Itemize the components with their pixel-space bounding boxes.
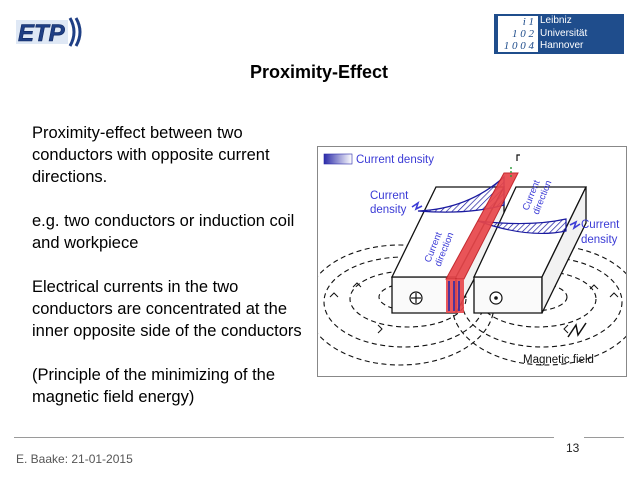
footer-divider xyxy=(14,437,554,438)
current-density-label-right: Current density xyxy=(581,219,623,246)
footer-author-date: E. Baake: 21-01-2015 xyxy=(16,452,133,466)
slide-body: Proximity-effect between two conductors … xyxy=(32,122,302,408)
university-name-line: Hannover xyxy=(540,40,584,51)
slide-title: Proximity-Effect xyxy=(249,62,389,82)
body-paragraph: Electrical currents in the two conductor… xyxy=(32,278,302,340)
university-name: Leibniz Universität Hannover xyxy=(540,15,622,53)
legend-swatch xyxy=(323,153,353,165)
body-paragraph: e.g. two conductors or induction coil an… xyxy=(32,212,295,252)
university-logo-pattern: i 1 1 0 2 1 0 0 4 xyxy=(498,16,538,52)
logo-pattern-line: i 1 xyxy=(522,16,534,28)
etp-logo: ETP xyxy=(14,14,84,50)
logo-pattern-line: 1 0 0 4 xyxy=(503,40,534,52)
current-density-pointer-right-icon xyxy=(569,220,581,230)
legend-label: Current density xyxy=(356,154,434,166)
magnetic-field-pointer-icon xyxy=(567,322,587,338)
logo-pattern-line: 1 0 2 xyxy=(512,28,534,40)
university-name-line: Leibniz xyxy=(540,15,572,26)
body-paragraph: Proximity-effect between two conductors … xyxy=(32,124,270,186)
body-paragraph: (Principle of the minimizing of the magn… xyxy=(32,366,276,406)
current-direction-arrow-icon xyxy=(516,154,520,161)
etp-logo-text: ETP xyxy=(18,20,66,47)
current-density-right xyxy=(477,218,567,235)
current-density-pointer-left-icon xyxy=(411,201,423,211)
footer-divider-right xyxy=(584,437,624,438)
field-direction-arrows xyxy=(329,282,619,334)
proximity-effect-figure: Current density xyxy=(317,146,627,377)
magnetic-field-label: Magnetic field xyxy=(523,354,594,366)
university-logo: i 1 1 0 2 1 0 0 4 Leibniz Universität Ha… xyxy=(494,14,624,54)
current-density-label-left: Current density xyxy=(370,190,412,216)
university-name-line: Universität xyxy=(540,27,588,39)
page-number: 13 xyxy=(566,441,580,455)
